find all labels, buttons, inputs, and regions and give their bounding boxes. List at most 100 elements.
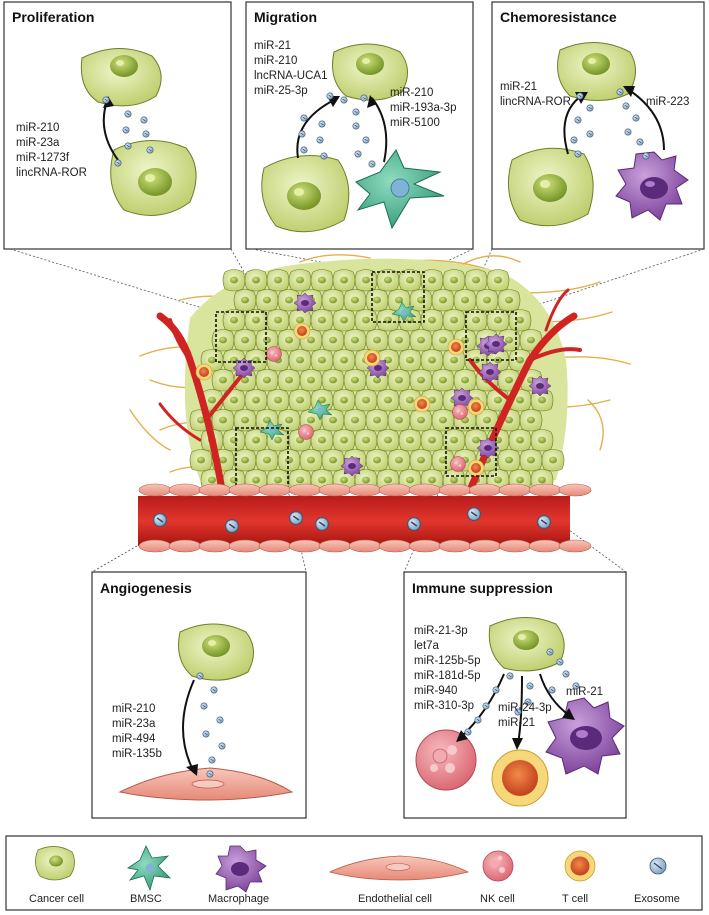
mirna-list-macrophage: miR-21 bbox=[566, 686, 603, 698]
tumor-cancer-cell bbox=[244, 269, 268, 292]
svg-text:T cell: T cell bbox=[562, 893, 588, 905]
mirna-list-cancer: miR-21 lincRNA-ROR bbox=[500, 81, 571, 108]
tumor-cancer-cell bbox=[332, 349, 356, 372]
panel-chemoresistance: Chemoresistance miR-21 lincRNA-R bbox=[491, 1, 705, 250]
tumor-cancer-cell bbox=[398, 429, 422, 452]
tumor-cancer-cell bbox=[365, 449, 389, 472]
endothelial-cell bbox=[438, 539, 472, 553]
cancer-cell bbox=[110, 139, 197, 216]
tumor-cancer-cell bbox=[299, 449, 323, 472]
tumor-cancer-cell bbox=[266, 389, 290, 412]
endothelial-cell bbox=[348, 483, 382, 497]
tumor-cancer-cell bbox=[409, 289, 433, 312]
endothelial-cell bbox=[168, 483, 202, 497]
cancer-cell bbox=[557, 41, 636, 101]
endothelial-cell bbox=[138, 483, 172, 497]
endothelial-cell bbox=[118, 767, 294, 801]
legend-item-nk: NK cell bbox=[480, 850, 515, 905]
endothelial-cell bbox=[348, 539, 382, 553]
tumor-cancer-cell bbox=[453, 369, 477, 392]
endothelial-cell bbox=[318, 483, 352, 497]
svg-text:Cancer cell: Cancer cell bbox=[29, 893, 84, 905]
tumor-cancer-cell bbox=[431, 409, 455, 432]
tumor-cancer-cell bbox=[288, 389, 312, 412]
endothelial-cell bbox=[168, 539, 202, 553]
endothelial-cell bbox=[228, 483, 262, 497]
tumor-cancer-cell bbox=[321, 449, 345, 472]
endothelial-cell bbox=[258, 483, 292, 497]
tumor-cancer-cell bbox=[519, 449, 543, 472]
tumor-cancer-cell bbox=[244, 389, 268, 412]
t-cell bbox=[491, 749, 549, 807]
tumor-cancer-cell bbox=[387, 409, 411, 432]
macrophage-cell bbox=[615, 151, 689, 221]
legend-item-endothelial: Endothelial cell bbox=[328, 855, 470, 905]
tumor-cancer-cells bbox=[189, 269, 565, 492]
endothelial-cell bbox=[558, 539, 592, 553]
tumor-cancer-cell bbox=[464, 269, 488, 292]
tumor-cancer-cell bbox=[266, 269, 290, 292]
tumor-cancer-cell bbox=[288, 269, 312, 292]
tumor-cancer-cell bbox=[288, 349, 312, 372]
tumor-cancer-cell bbox=[233, 329, 257, 352]
panel-title: Immune suppression bbox=[412, 580, 553, 596]
tumor-cancer-cell bbox=[508, 429, 532, 452]
svg-text:Endothelial cell: Endothelial cell bbox=[358, 893, 432, 905]
tumor-cancer-cell bbox=[409, 369, 433, 392]
endothelial-cell bbox=[528, 483, 562, 497]
tumor-cancer-cell bbox=[398, 349, 422, 372]
tumor-cancer-cell bbox=[420, 429, 444, 452]
panel-angiogenesis: Angiogenesis miR-210 miR-23a miR-494 miR… bbox=[91, 571, 307, 819]
tumor-cancer-cell bbox=[321, 369, 345, 392]
mirna-list-t: miR-24-3p miR-21 bbox=[498, 702, 555, 729]
cancer-cell bbox=[332, 43, 408, 101]
tumor-cancer-cell bbox=[365, 289, 389, 312]
endothelial-cell bbox=[468, 539, 502, 553]
legend-item-macrophage: Macrophage bbox=[208, 845, 269, 905]
tumor-cancer-cell bbox=[409, 329, 433, 352]
endothelial-cell bbox=[228, 539, 262, 553]
tumor-cancer-cell bbox=[376, 429, 400, 452]
tumor-cancer-cell bbox=[233, 289, 257, 312]
tumor-cancer-cell bbox=[409, 449, 433, 472]
legend: Cancer cell BMSC Macrophage Endothelial … bbox=[5, 835, 703, 911]
tumor-cancer-cell bbox=[277, 289, 301, 312]
tumor-cancer-cell bbox=[431, 369, 455, 392]
tumor-cancer-cell bbox=[321, 329, 345, 352]
endothelial-cell bbox=[198, 539, 232, 553]
endothelial-cell bbox=[288, 483, 322, 497]
tumor-cancer-cell bbox=[409, 409, 433, 432]
tumor-cancer-cell bbox=[266, 309, 290, 332]
legend-item-exosome: Exosome bbox=[634, 857, 680, 905]
cancer-cell bbox=[507, 147, 594, 227]
endothelial-cell bbox=[498, 539, 532, 553]
tumor-cancer-cell bbox=[497, 449, 521, 472]
panel-immune-suppression: Immune suppression bbox=[403, 571, 627, 819]
tumor-cancer-cell bbox=[497, 289, 521, 312]
endothelial-cell bbox=[378, 539, 412, 553]
tumor-cancer-cell bbox=[310, 349, 334, 372]
cancer-cell bbox=[261, 155, 350, 233]
nk-cell bbox=[415, 729, 477, 791]
panel-title: Angiogenesis bbox=[100, 580, 192, 596]
cancer-cell bbox=[80, 47, 162, 107]
endothelial-cell bbox=[378, 483, 412, 497]
tumor-cancer-cell bbox=[233, 449, 257, 472]
panel-title: Chemoresistance bbox=[500, 9, 617, 25]
endothelial-cell bbox=[558, 483, 592, 497]
tumor-cancer-cell bbox=[431, 449, 455, 472]
tumor-cancer-cell bbox=[387, 369, 411, 392]
tumor-cancer-cell bbox=[365, 409, 389, 432]
tumor-cancer-cell bbox=[475, 289, 499, 312]
tumor-cancer-cell bbox=[343, 409, 367, 432]
endothelial-lining bbox=[138, 483, 592, 553]
endothelial-cell bbox=[198, 483, 232, 497]
tumor-cancer-cell bbox=[222, 269, 246, 292]
tumor-cancer-cell bbox=[332, 429, 356, 452]
tumor-cancer-cell bbox=[431, 289, 455, 312]
tumor-cancer-cell bbox=[420, 349, 444, 372]
tumor-cancer-cell bbox=[530, 429, 554, 452]
endothelial-cell bbox=[318, 539, 352, 553]
endothelial-cell bbox=[408, 483, 442, 497]
